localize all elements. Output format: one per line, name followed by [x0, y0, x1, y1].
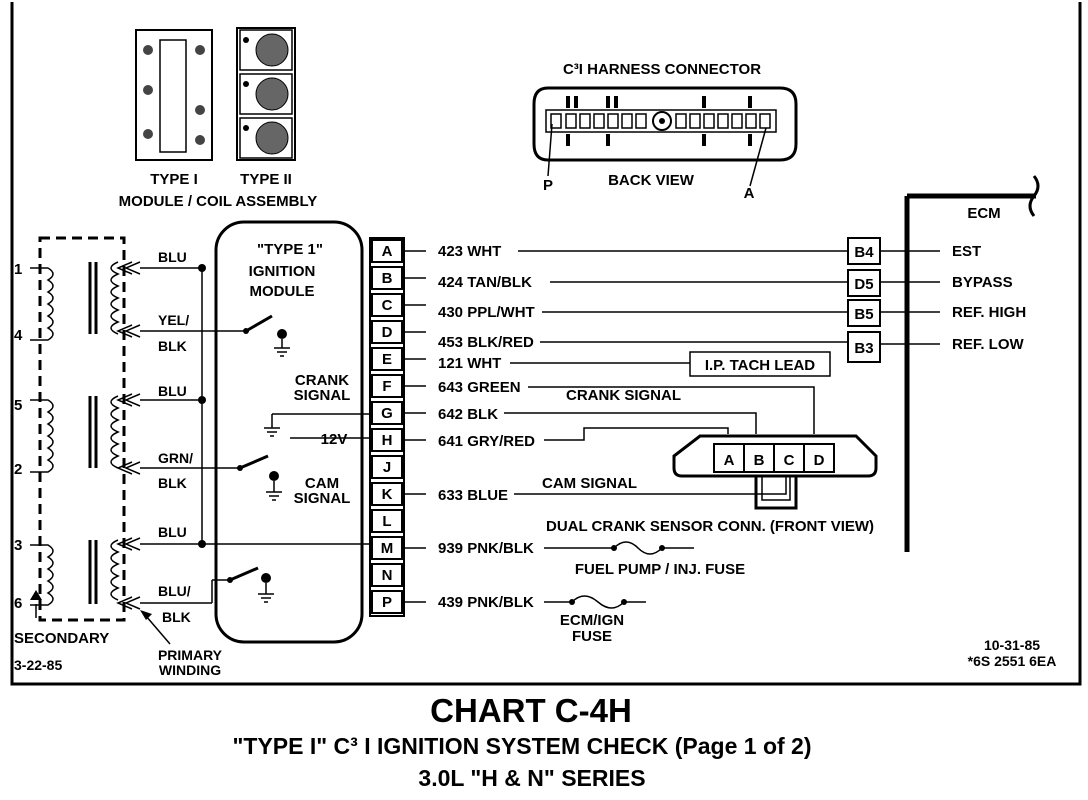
- pin-label-h: H: [382, 432, 393, 449]
- wire-label-b: 424 TAN/BLK: [438, 274, 532, 291]
- ecm-pin-d5: D5: [854, 276, 873, 293]
- harness-back-view-label: BACK VIEW: [608, 172, 695, 189]
- wire-label-p: 439 PNK/BLK: [438, 594, 534, 611]
- harness-pin-p-label: P: [543, 177, 553, 194]
- harness-connector-title: C³I HARNESS CONNECTOR: [563, 61, 761, 78]
- secondary-label: SECONDARY: [14, 630, 109, 647]
- cam-signal-wire-label: CAM SIGNAL: [542, 475, 637, 492]
- wire-label-a: 423 WHT: [438, 243, 501, 260]
- ecm-block: [847, 175, 1040, 552]
- sensor-pin-b: B: [754, 452, 765, 469]
- tach-lead-box: [689, 351, 831, 377]
- ecm-signal-est: EST: [952, 243, 981, 260]
- dual-crank-sensor-connector: [672, 434, 878, 510]
- coil-wire-label: BLU: [158, 383, 187, 399]
- pin-label-n: N: [382, 567, 393, 584]
- pin-label-m: M: [381, 540, 394, 557]
- coil-wire-label: BLK: [162, 609, 191, 625]
- sensor-connector-label: DUAL CRANK SENSOR CONN. (FRONT VIEW): [546, 518, 874, 535]
- ecm-signal-bypass: BYPASS: [952, 274, 1013, 291]
- coil-wire-label: BLK: [158, 338, 187, 354]
- chart-title: CHART C-4H: [430, 692, 632, 729]
- crank-signal-wire-label: CRANK SIGNAL: [566, 387, 681, 404]
- module-title: "TYPE 1": [257, 241, 323, 258]
- ecm-pin-b5: B5: [854, 306, 873, 323]
- date-right: 10-31-85: [984, 637, 1040, 653]
- wire-label-g: 642 BLK: [438, 406, 498, 423]
- ecm-signal-ref-high: REF. HIGH: [952, 304, 1026, 321]
- type1-module-illustration: [135, 29, 213, 161]
- cam-signal-label: CAM: [305, 475, 339, 492]
- coil-wire-label: BLU: [158, 249, 187, 265]
- type2-label: TYPE II: [240, 171, 292, 188]
- wire-label-c: 430 PPL/WHT: [438, 304, 535, 321]
- wire-label-f: 643 GREEN: [438, 379, 521, 396]
- wire-label-e: 121 WHT: [438, 355, 501, 372]
- primary-winding-label: WINDING: [159, 662, 221, 678]
- pin-label-l: L: [382, 513, 391, 530]
- wire-label-d: 453 BLK/RED: [438, 334, 534, 351]
- coil-wire-label: BLU/: [158, 583, 191, 599]
- crank-signal-label: CRANK: [295, 372, 349, 389]
- chart-series-label: 3.0L "H & N" SERIES: [418, 765, 645, 791]
- coil-wire-label: YEL/: [158, 312, 189, 328]
- pin-label-k: K: [382, 486, 393, 503]
- pin-label-g: G: [381, 405, 393, 422]
- coil-terminal-1: 1: [14, 261, 22, 278]
- type2-module-illustration: [236, 27, 296, 161]
- diagram-frame: [10, 2, 1082, 686]
- pin-connector: [369, 237, 405, 617]
- ignition-module: [212, 220, 370, 644]
- cam-signal-label: SIGNAL: [294, 490, 351, 507]
- coil-terminal-2: 2: [14, 461, 22, 478]
- coil-terminal-6: 6: [14, 595, 22, 612]
- ecm-signal-ref-low: REF. LOW: [952, 336, 1025, 353]
- wire-label-k: 633 BLUE: [438, 487, 508, 504]
- wiring: [404, 250, 848, 609]
- sensor-pin-a: A: [724, 452, 735, 469]
- module-coil-assembly-label: MODULE / COIL ASSEMBLY: [119, 193, 318, 210]
- wire-label-h: 641 GRY/RED: [438, 433, 535, 450]
- ecm-ign-fuse-label: FUSE: [572, 628, 612, 645]
- type1-label: TYPE I: [150, 171, 198, 188]
- coil-terminal-3: 3: [14, 537, 22, 554]
- sensor-pin-d: D: [814, 452, 825, 469]
- module-title: MODULE: [250, 283, 315, 300]
- pin-label-j: J: [383, 459, 391, 476]
- pin-label-b: B: [382, 270, 393, 287]
- date-left: 3-22-85: [14, 657, 62, 673]
- crank-signal-label: SIGNAL: [294, 387, 351, 404]
- pin-label-p: P: [382, 594, 392, 611]
- coil-assembly: [30, 236, 370, 645]
- ecm-label: ECM: [967, 205, 1000, 222]
- pin-label-d: D: [382, 324, 393, 341]
- ecm-ign-fuse-label: ECM/IGN: [560, 612, 624, 629]
- tach-lead-label: I.P. TACH LEAD: [705, 357, 815, 374]
- wire-label-m: 939 PNK/BLK: [438, 540, 534, 557]
- pin-label-a: A: [382, 243, 393, 260]
- pin-label-c: C: [382, 297, 393, 314]
- harness-connector-illustration: [532, 86, 798, 187]
- pin-label-f: F: [382, 378, 391, 395]
- harness-pin-a-label: A: [744, 185, 755, 202]
- primary-winding-label: PRIMARY: [158, 647, 223, 663]
- fuel-pump-fuse-label: FUEL PUMP / INJ. FUSE: [575, 561, 745, 578]
- coil-wire-label: BLU: [158, 524, 187, 540]
- coil-terminal-5: 5: [14, 397, 22, 414]
- coil-wire-label: BLK: [158, 475, 187, 491]
- ecm-pin-b4: B4: [854, 244, 874, 261]
- drawing-code: *6S 2551 6EA: [968, 653, 1057, 669]
- coil-wire-label: GRN/: [158, 450, 193, 466]
- voltage-label: 12V: [321, 431, 348, 448]
- coil-terminal-4: 4: [14, 327, 23, 344]
- sensor-pin-c: C: [784, 452, 795, 469]
- module-title: IGNITION: [249, 263, 316, 280]
- chart-subtitle: "TYPE I" C³ I IGNITION SYSTEM CHECK (Pag…: [233, 733, 812, 759]
- ecm-pin-b3: B3: [854, 340, 873, 357]
- pin-label-e: E: [382, 351, 392, 368]
